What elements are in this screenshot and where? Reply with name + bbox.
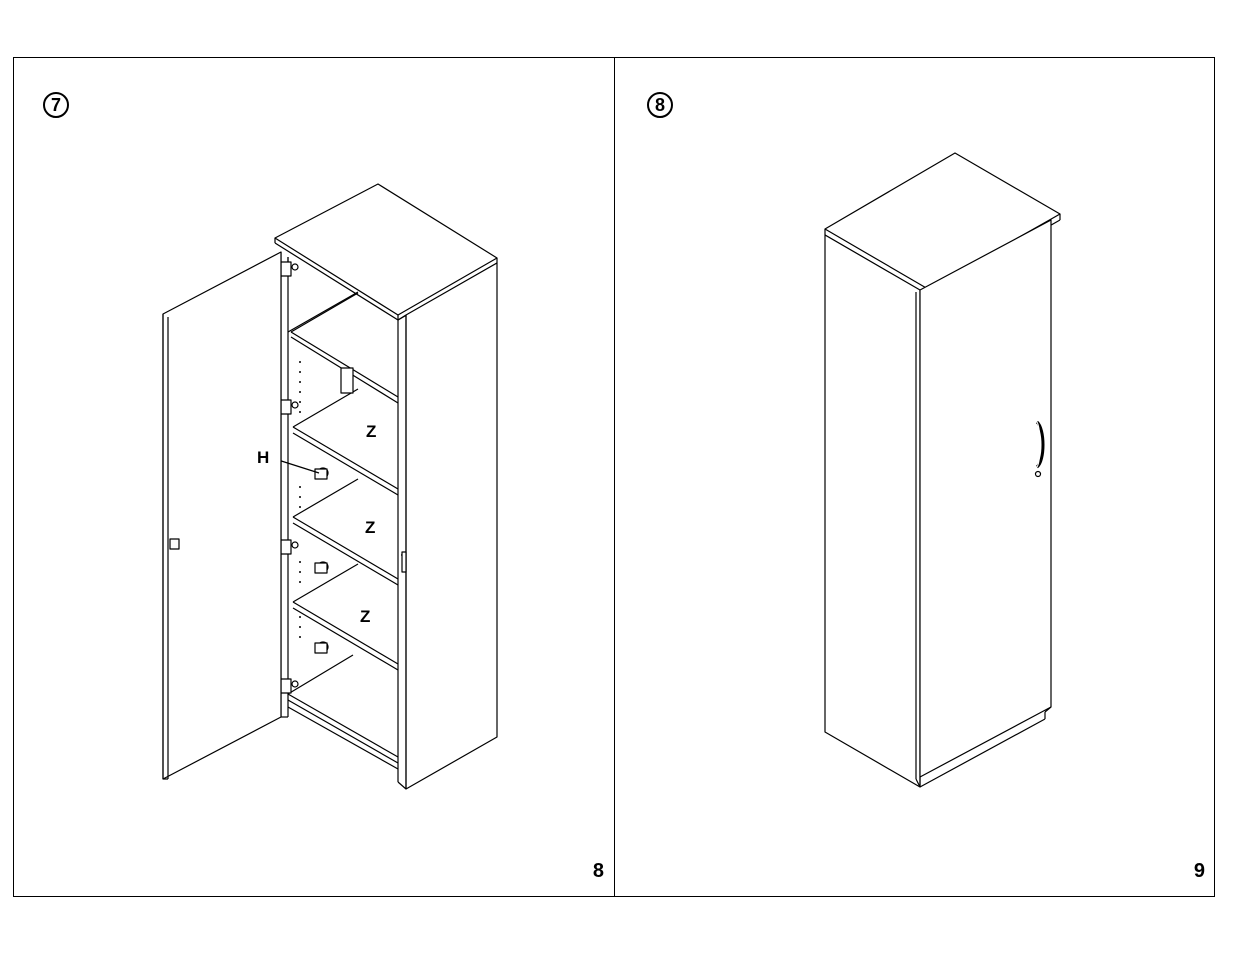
part-label-h: H: [257, 448, 269, 468]
hinges: [281, 262, 298, 693]
step-7-panel: 7: [13, 57, 614, 897]
shelf-lines: [288, 292, 406, 769]
page-number: 8: [593, 860, 604, 883]
part-label-z: Z: [360, 607, 370, 627]
closed-cabinet-illustration: [615, 57, 1215, 897]
page-number: 9: [1194, 860, 1205, 883]
open-cabinet-illustration: [13, 57, 614, 897]
step-8-panel: 8 9: [615, 57, 1215, 897]
part-label-z: Z: [365, 518, 375, 538]
part-label-z: Z: [366, 422, 376, 442]
